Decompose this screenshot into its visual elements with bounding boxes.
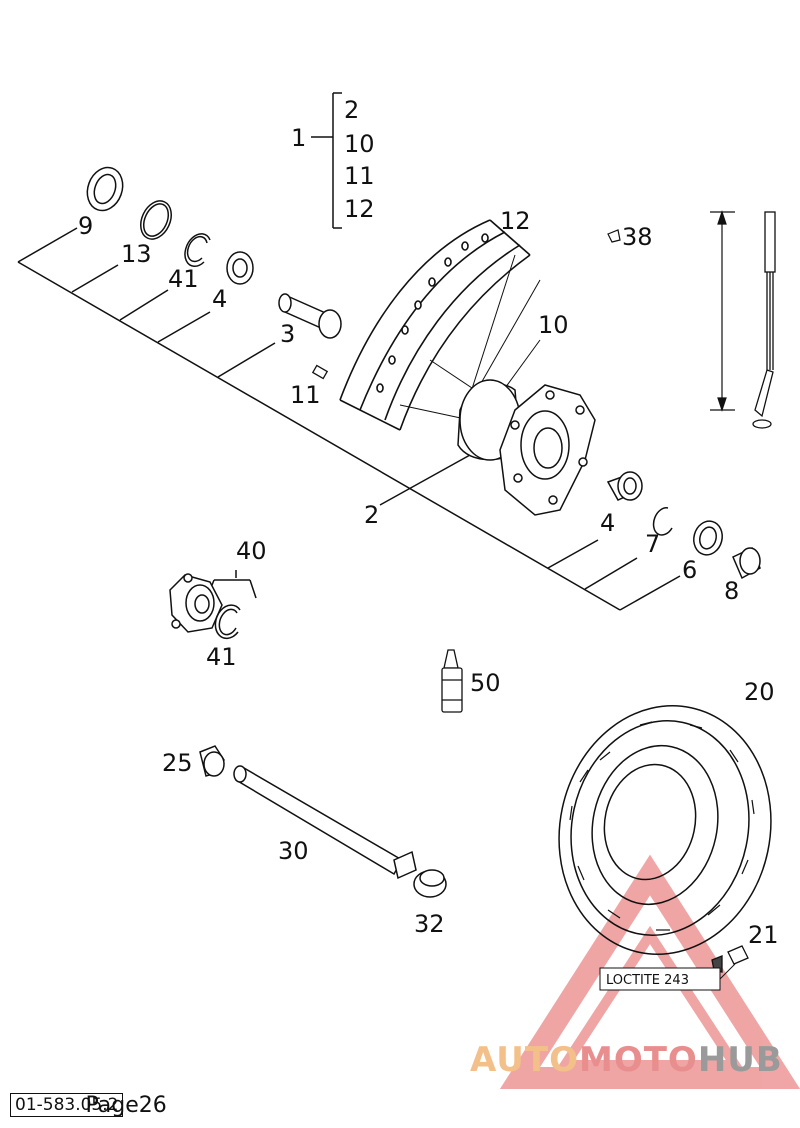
callout-1-sub-12: 12 [344, 195, 375, 223]
callout-2: 2 [364, 501, 379, 529]
part-code: 01-583.05.2 [10, 1093, 124, 1117]
axle-nut-32 [413, 869, 447, 898]
callout-3: 3 [280, 320, 295, 348]
bearing-4-bottom [606, 471, 643, 501]
assembly-bracket-1 [311, 92, 342, 229]
clip-38 [607, 229, 621, 243]
callout-7: 7 [645, 530, 660, 558]
callout-13: 13 [121, 240, 152, 268]
callout-1-sub-11: 11 [344, 162, 375, 190]
seal-ring-9 [86, 166, 124, 212]
bearing-4-top [226, 251, 254, 285]
seal-ring-6 [693, 520, 723, 556]
circlip-7 [652, 507, 673, 536]
spacer-8 [732, 546, 761, 580]
loctite-label-box: LOCTITE 243 [599, 963, 736, 991]
callout-21: 21 [748, 921, 779, 949]
callout-12: 12 [500, 207, 531, 235]
callout-32: 32 [414, 910, 445, 938]
callout-25: 25 [162, 749, 193, 777]
spoke-nipple-11 [311, 364, 329, 380]
watermark-part-c: HUB [697, 1040, 783, 1080]
watermark-part-b: MOTO [578, 1040, 698, 1080]
leader-lines [17, 227, 681, 611]
callout-40: 40 [236, 537, 267, 565]
page-footer: 01-583.05.2 Page26 [10, 1092, 167, 1118]
speedometer-drive-40 [169, 573, 223, 633]
ring-13 [140, 200, 172, 240]
spacer-tube-3 [278, 293, 342, 339]
callout-20: 20 [744, 678, 775, 706]
callout-9: 9 [78, 212, 93, 240]
callout-4-lower: 4 [600, 509, 615, 537]
page-label: Page26 [85, 1092, 167, 1118]
callout-1: 1 [291, 124, 306, 152]
axle-30 [233, 765, 417, 880]
axle-nut-25 [199, 745, 225, 777]
loctite-label: LOCTITE 243 [606, 973, 689, 988]
watermark-part-a: AUTO [470, 1040, 579, 1080]
callout-50: 50 [470, 669, 501, 697]
callout-6: 6 [682, 556, 697, 584]
callout-8: 8 [724, 577, 739, 605]
loctite-bottle-50 [441, 649, 463, 713]
spoke-drawing [752, 211, 776, 429]
circlip-41 [184, 233, 211, 268]
wheel-rim-12 [339, 219, 531, 431]
callout-numbers: 1 2 10 11 12 9 13 41 4 3 11 12 10 38 2 4… [78, 96, 779, 949]
watermark-text: AUTOMOTOHUB [470, 1040, 783, 1080]
callout-1-sub-10: 10 [344, 130, 375, 158]
wheel-hub-2 [457, 379, 596, 516]
callout-30: 30 [278, 837, 309, 865]
callout-4-upper: 4 [212, 285, 227, 313]
callout-38: 38 [622, 223, 653, 251]
callout-11: 11 [290, 381, 321, 409]
callout-1-sub-2: 2 [344, 96, 359, 124]
dimension-line [710, 210, 735, 412]
brake-disc-20 [558, 705, 772, 955]
circlip-41-lower [214, 604, 241, 640]
callout-10: 10 [538, 311, 569, 339]
callout-41-lower: 41 [206, 643, 237, 671]
callout-41-upper: 41 [168, 265, 199, 293]
